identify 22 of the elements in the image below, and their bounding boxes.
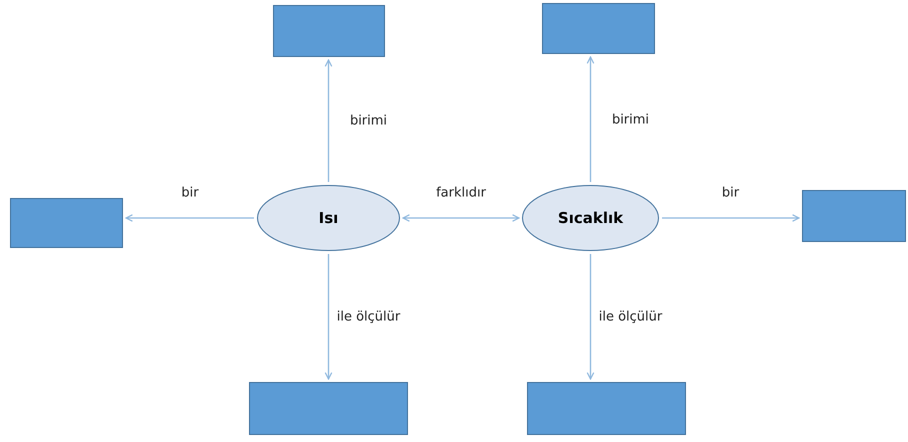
arrow (586, 56, 594, 182)
blank-box (527, 382, 686, 435)
edge-label: bir (722, 186, 740, 200)
arrow (402, 214, 520, 222)
edge-label: birimi (350, 114, 388, 128)
blank-box (542, 3, 655, 54)
blank-box (249, 382, 408, 435)
edge-label: farklıdır (436, 186, 486, 200)
arrow (586, 254, 594, 380)
arrow (324, 59, 332, 182)
blank-box (802, 190, 906, 242)
edge-label: ile ölçülür (598, 309, 662, 324)
edge-label: bir (181, 186, 199, 200)
blank-box (10, 198, 123, 248)
concept-label: Sıcaklık (558, 209, 624, 227)
arrow (662, 214, 800, 222)
edge-label: birimi (612, 112, 650, 127)
concept-label: Isı (318, 209, 338, 227)
arrow (125, 214, 254, 222)
blank-box (273, 5, 385, 57)
edge-label: ile ölçülür (336, 309, 400, 324)
arrow (324, 254, 332, 380)
